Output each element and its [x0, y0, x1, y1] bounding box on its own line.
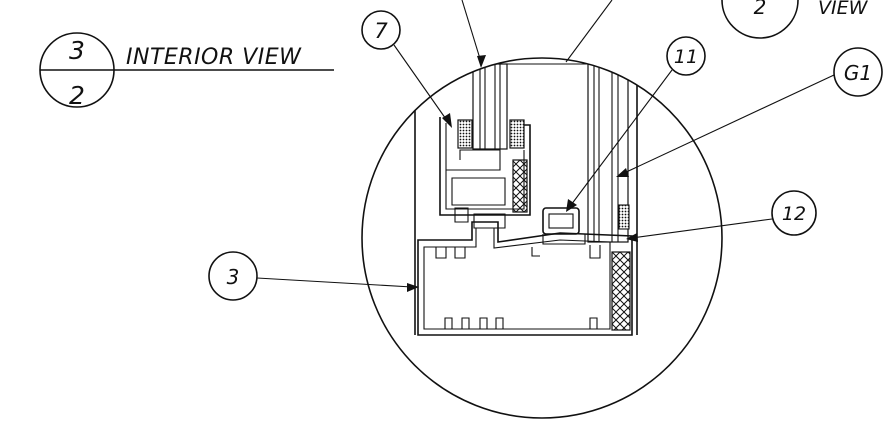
section-symbol: 3 2 INTERIOR VIEW — [39, 32, 334, 110]
left-glazing — [472, 63, 508, 150]
top-leaders — [461, 0, 613, 68]
section-contents — [414, 60, 638, 336]
callout-12: 12 — [626, 190, 817, 242]
sheet-top-number: 3 — [69, 36, 85, 65]
callout-11-label: 11 — [674, 46, 698, 68]
right-glazing — [587, 63, 630, 243]
callout-11-circle — [666, 36, 706, 76]
insulation-sash — [512, 159, 528, 213]
sheet-bottom-number: 2 — [69, 81, 85, 110]
callout-3-label: 3 — [227, 265, 240, 289]
frame-profile — [417, 221, 633, 336]
insulation-frame — [611, 251, 631, 331]
leader-top-left — [461, 0, 482, 63]
callout-11: 11 — [566, 36, 706, 212]
arrowhead — [477, 55, 486, 68]
gasket-right — [509, 119, 525, 149]
corner-callout-text: VIEW — [818, 0, 869, 19]
callout-12-label: 12 — [782, 203, 806, 225]
callout-g1-circle — [833, 47, 883, 97]
callout-g1-label: G1 — [844, 61, 872, 85]
corner-callout-number: 2 — [754, 0, 767, 19]
callout-7: 7 — [361, 10, 452, 128]
callout-3: 3 — [208, 251, 419, 301]
corner-callout: 2 VIEW — [721, 0, 869, 39]
gasket-left — [457, 119, 473, 149]
leader-top-right — [565, 0, 613, 63]
glass-unit-left — [472, 63, 508, 150]
sash-profile — [439, 117, 531, 229]
callout-3-circle — [208, 251, 258, 301]
glazing-bead — [542, 207, 586, 245]
callout-12-circle — [771, 190, 817, 236]
corner-callout-circle — [721, 0, 799, 39]
callout-7-circle — [361, 10, 401, 50]
callout-g1: G1 — [616, 47, 883, 177]
detail-circle — [361, 57, 723, 419]
callout-7-label: 7 — [374, 19, 388, 43]
view-title: INTERIOR VIEW — [126, 45, 302, 70]
